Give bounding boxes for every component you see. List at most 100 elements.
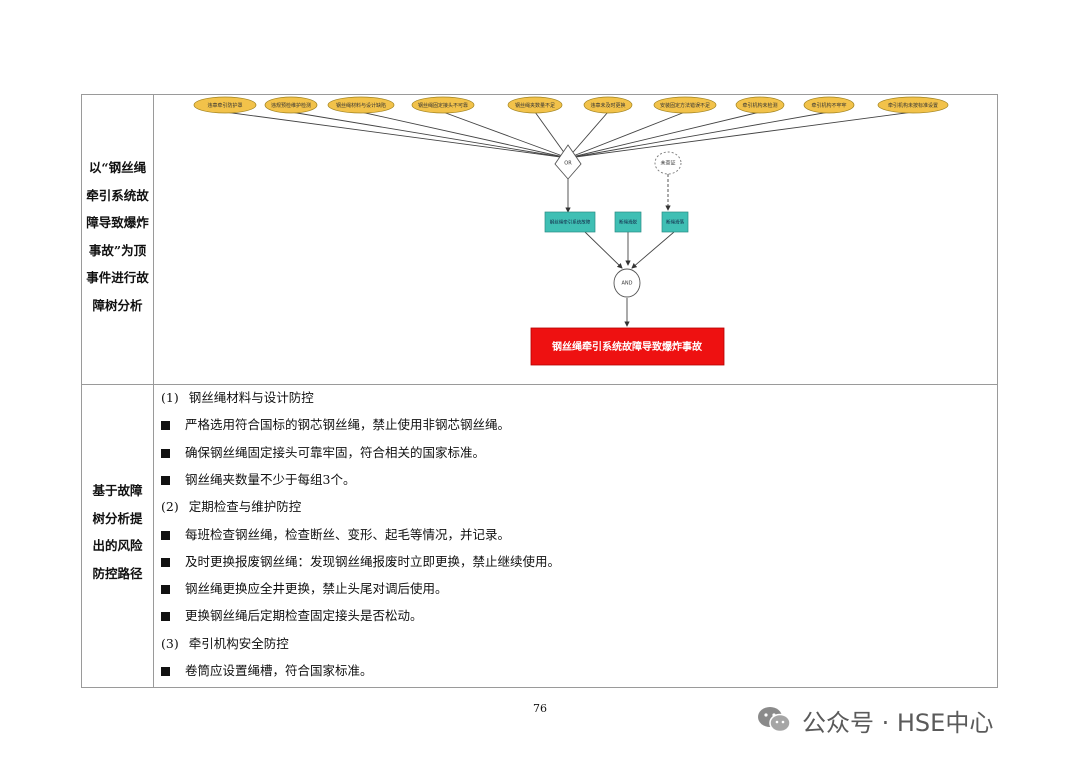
- measure-number: (3): [161, 635, 179, 651]
- tree-edge: [442, 111, 569, 159]
- tree-node-label: 钢丝绳固定接头不可靠: [418, 102, 468, 109]
- page-number: 76: [533, 702, 547, 715]
- intermediate-event-node: [614, 211, 642, 233]
- tree-edge: [631, 231, 675, 269]
- tree-node-label: 断绳滑落: [666, 219, 684, 226]
- square-bullet-icon: [161, 475, 170, 485]
- basic-event-node: [653, 96, 717, 114]
- row1_label-line: 牵引系统故: [86, 187, 149, 203]
- and-gate-node: [613, 268, 641, 298]
- tree-edge: [567, 111, 686, 159]
- basic-event-node: [327, 96, 395, 114]
- basic-event-node: [803, 96, 855, 114]
- measure-item: 每班检查钢丝绳，检查断丝、变形、起毛等情况，并记录。: [154, 524, 510, 543]
- row2_label-line: 出的风险: [92, 538, 143, 553]
- wechat-icon: [758, 707, 791, 733]
- basic-event-node: [583, 96, 633, 114]
- column-divider: [153, 95, 154, 687]
- row1_label-line: 以“钢丝绳: [88, 160, 147, 175]
- row2-label: 基于故障树分析提出的风险防控路径: [82, 477, 153, 587]
- undeveloped-event-node: [654, 151, 682, 175]
- row2_label-line: 树分析提: [92, 510, 143, 526]
- basic-event-node: [735, 96, 785, 114]
- analysis-table: 以“钢丝绳牵引系统故障导致爆炸事故”为顶事件进行故障树分析 基于故障树分析提出的…: [81, 94, 998, 688]
- tree-edge: [290, 111, 569, 160]
- basic-event-node: [507, 96, 563, 114]
- square-bullet-icon: [161, 667, 170, 676]
- tree-edge: [360, 111, 569, 160]
- tree-node-label: 安装固定方法错误不足: [660, 102, 710, 109]
- tree-edge: [567, 111, 830, 160]
- tree-node-label: 牵引机构不牢牢: [811, 102, 846, 109]
- row1_label-line: 障树分析: [92, 297, 143, 313]
- square-bullet-icon: [161, 612, 170, 622]
- watermark: 公众号 · HSE中心: [756, 700, 993, 740]
- row2_label-line: 基于故障: [92, 483, 143, 498]
- measure-text: 确保钢丝绳固定接头可靠牢固，符合相关的国家标准。: [185, 444, 486, 460]
- intermediate-event-node: [661, 211, 689, 233]
- tree-edge: [534, 111, 569, 159]
- measure-item: 严格选用符合国标的钢芯钢丝绳，禁止使用非钢芯钢丝绳。: [154, 414, 510, 433]
- tree-edge: [584, 231, 623, 269]
- measure-heading: (2) 定期检查与维护防控: [154, 496, 301, 515]
- row1_label-line: 事故”为顶: [88, 242, 147, 258]
- measure-item: 及时更换报废钢丝绳：发现钢丝绳报废时立即更换，禁止继续使用。: [154, 551, 560, 570]
- tree-node-label: 钢丝绳材料与设计缺陷: [336, 102, 386, 109]
- measure-heading: (3) 牵引机构安全防控: [154, 633, 289, 652]
- watermark-text: 公众号 · HSE中心: [802, 708, 994, 737]
- tree-node-label: 违章未及时更换: [590, 102, 625, 109]
- measure-heading: (1) 钢丝绳材料与设计防控: [154, 387, 314, 406]
- basic-event-node: [193, 96, 257, 114]
- square-bullet-icon: [161, 530, 170, 540]
- row2_label-line: 防控路径: [92, 565, 143, 581]
- tree-edge: [567, 111, 914, 161]
- tree-node-label: 钢丝绳牵引系统故障: [550, 219, 591, 226]
- measure-text: 卷筒应设置绳槽，符合国家标准。: [185, 663, 373, 678]
- measure-text: 定期检查与维护防控: [188, 499, 302, 515]
- square-bullet-icon: [161, 557, 170, 567]
- measure-text: 更换钢丝绳后定期检查固定接头是否松动。: [185, 608, 423, 624]
- measure-item: 更换钢丝绳后定期检查固定接头是否松动。: [154, 605, 423, 624]
- row1_label-line: 事件进行故: [86, 270, 149, 285]
- row1-label: 以“钢丝绳牵引系统故障导致爆炸事故”为顶事件进行故障树分析: [82, 154, 153, 319]
- tree-edges: [224, 111, 914, 327]
- square-bullet-icon: [161, 421, 170, 431]
- tree-edge: [224, 111, 569, 161]
- measure-item: 确保钢丝绳固定接头可靠牢固，符合相关的国家标准。: [154, 442, 485, 461]
- measure-text: 牵引机构安全防控: [188, 635, 289, 651]
- tree-node-label: 断绳滑脱: [619, 219, 637, 226]
- tree-node-label: 未查证: [660, 160, 675, 167]
- tree-edge: [567, 111, 761, 160]
- tree-node-label: 违规预检维护检测: [271, 102, 311, 109]
- tree-node-label: 钢丝绳牵引系统故障导致爆炸事故: [552, 340, 703, 353]
- measure-text: 钢丝绳更换应全井更换，禁止头尾对调后使用。: [185, 581, 448, 597]
- intermediate-event-node: [544, 211, 596, 233]
- square-bullet-icon: [161, 585, 170, 595]
- square-bullet-icon: [161, 448, 170, 458]
- tree-node-label: 钢丝绳夹数量不足: [515, 102, 555, 109]
- tree-node-label: 牵引机构未检测: [742, 102, 777, 109]
- basic-event-node: [877, 96, 949, 114]
- tree-nodes: 违章牵引防护罩 违规预检维护检测 钢丝绳材料与设计缺陷 钢丝绳固定接头不可靠 钢丝绳夹数…: [193, 96, 949, 366]
- measure-text: 及时更换报废钢丝绳：发现钢丝绳报废时立即更换，禁止继续使用。: [185, 553, 561, 569]
- measure-item: 钢丝绳更换应全井更换，禁止头尾对调后使用。: [154, 578, 448, 597]
- measure-item: 卷筒应设置绳槽，符合国家标准。: [154, 660, 373, 679]
- measure-number: (1): [161, 390, 179, 405]
- measure-text: 钢丝绳材料与设计防控: [188, 390, 314, 405]
- basic-event-node: [264, 96, 318, 114]
- top-event-node: [530, 327, 725, 366]
- tree-edge: [567, 111, 609, 159]
- row-divider: [82, 384, 997, 385]
- tree-node-label: OR: [564, 161, 572, 167]
- or-gate-node: [554, 144, 582, 180]
- measure-number: (2): [161, 499, 179, 515]
- measure-text: 每班检查钢丝绳，检查断丝、变形、起毛等情况，并记录。: [185, 526, 511, 542]
- tree-node-label: 违章牵引防护罩: [207, 102, 242, 109]
- tree-node-label: 牵引机构未按标准设置: [888, 102, 938, 109]
- measure-item: 钢丝绳夹数量不少于每组3个。: [154, 469, 355, 488]
- measure-text: 严格选用符合国标的钢芯钢丝绳，禁止使用非钢芯钢丝绳。: [185, 417, 511, 433]
- measure-text: 钢丝绳夹数量不少于每组3个。: [185, 471, 356, 487]
- tree-node-label: AND: [621, 281, 632, 287]
- row1_label-line: 障导致爆炸: [86, 215, 149, 230]
